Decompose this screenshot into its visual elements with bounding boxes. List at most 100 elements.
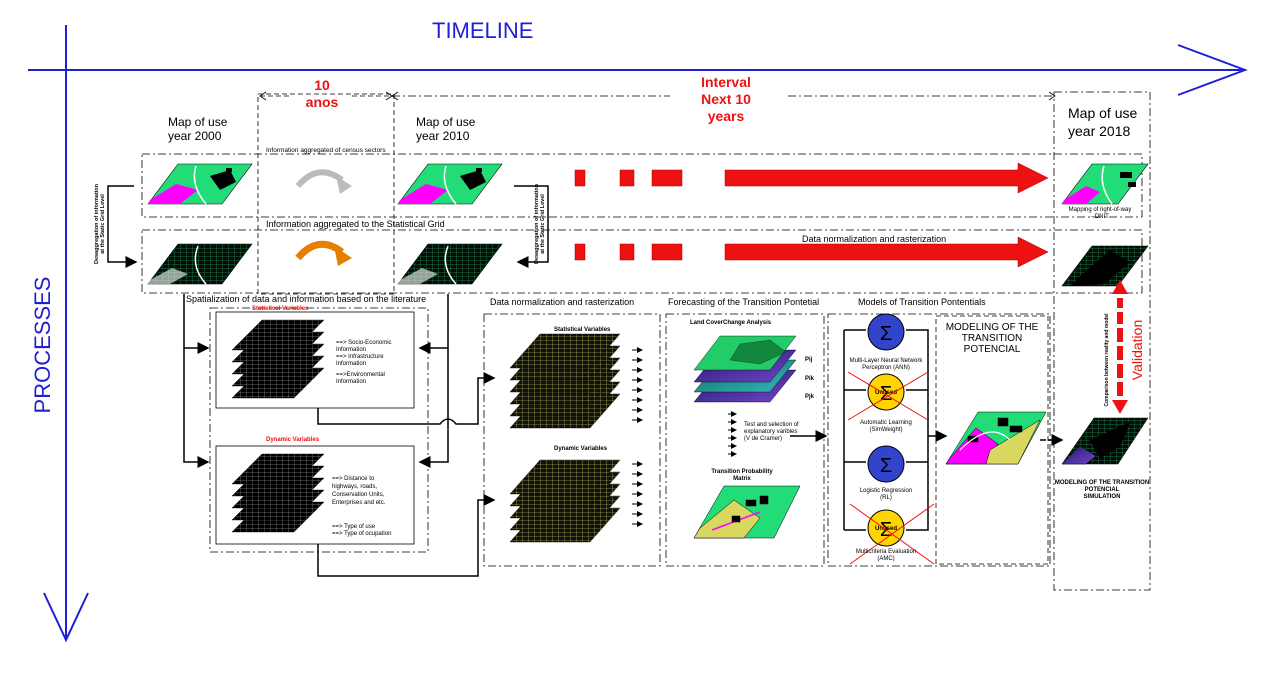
- simulation-line1: MODELING OF THE TRANSITION: [1055, 480, 1149, 486]
- simweight-unused: Unused: [875, 390, 897, 396]
- stat-item-4: Information: [336, 361, 366, 367]
- ann-line2: Perceptron (ANN): [862, 365, 910, 371]
- dyn-item-4: Enterprises and etc.: [332, 500, 386, 506]
- test-line2: explanatory varibles: [744, 429, 797, 435]
- pij-label: Pij: [805, 357, 813, 363]
- map-2018-census: [1061, 163, 1149, 205]
- test-line1: Test and selection of: [744, 422, 799, 428]
- statistical-vars-title: Statistical Variables: [252, 306, 309, 312]
- land-cover-analysis: Land CoverChange Analysis: [690, 320, 772, 326]
- row-census-label: Information aggregated of census sectors: [266, 147, 386, 154]
- left-disaggregation-bracket: [107, 185, 138, 268]
- matrix-line1: Transition Probability: [711, 469, 773, 475]
- test-line3: (V de Cramer): [744, 436, 782, 442]
- map-2018-grid: [1061, 245, 1149, 287]
- gray-curved-arrow: [295, 169, 352, 194]
- simulation-map: [1061, 417, 1149, 465]
- orange-curved-arrow: [295, 240, 352, 266]
- map-2010-census: [397, 163, 503, 205]
- interval-long-line2: Next 10: [701, 91, 751, 107]
- dynamic-grid-stack: [231, 453, 325, 533]
- stat-item-5: ==>Environmental: [336, 372, 385, 378]
- sigma-ann-symbol: Σ: [880, 323, 892, 345]
- timeline-label: TIMELINE: [432, 18, 533, 43]
- red-dashed-arrow-census: [574, 162, 1049, 194]
- dyn-item-2: highways, roads,: [332, 484, 377, 490]
- forecasting-title: Forecasting of the Transition Pontetial: [668, 297, 819, 307]
- interval-long-bracket: [391, 91, 1056, 101]
- stat-item-6: Information: [336, 379, 366, 385]
- amc-unused: Unused: [875, 526, 897, 532]
- left-side-label-2: at the Static Grid Level: [100, 194, 106, 254]
- dyn-item-1: ==> Distance to: [332, 476, 375, 482]
- matrix-line2: Matrix: [733, 476, 751, 482]
- simweight-line2: (SimWeight): [870, 427, 903, 433]
- simulation-line3: SIMULATION: [1084, 494, 1121, 500]
- processes-label: PROCESSES: [30, 277, 55, 414]
- mid-side-label-1: Desaggregation of information: [534, 183, 540, 264]
- interval-short-number: 10: [314, 77, 330, 93]
- comparison-label: Comparison between reality and model: [1104, 313, 1110, 407]
- row-normalization-label: Data normalization and rasterization: [802, 234, 946, 244]
- stat-item-3: ==> Infrastructure: [336, 354, 384, 360]
- ann-line1: Multi-Layer Neural Network: [850, 358, 924, 364]
- norm-statistical-stack: [509, 333, 621, 429]
- statistical-grid-stack: [231, 319, 325, 399]
- processes-axis: [43, 25, 89, 643]
- row-grid-label: Information aggregated to the Statistica…: [266, 219, 445, 229]
- statistical-vars-box: [215, 311, 415, 409]
- dyn-item-6: ==> Type of ocupation: [332, 531, 391, 537]
- spatialization-title: Spatialization of data and information b…: [186, 294, 426, 304]
- map-2000-grid: [147, 243, 253, 285]
- sigma-ann: Σ: [867, 313, 905, 351]
- interval-long-line3: years: [708, 108, 745, 124]
- row-grid-frame: [141, 229, 1143, 294]
- probability-matrix-map: [693, 485, 801, 539]
- modeling-line3: POTENCIAL: [964, 344, 1021, 355]
- map-2018-line1: Map of use: [1068, 105, 1137, 121]
- row-census-frame: [141, 153, 1143, 218]
- map-2018-line2: year 2018: [1068, 123, 1130, 139]
- red-dashed-arrow-grid: [574, 236, 1049, 268]
- left-side-label-1: Desaggregation of information: [94, 183, 100, 264]
- simulation-line2: POTENCIAL: [1085, 487, 1120, 493]
- year-2018-frame: [1053, 91, 1151, 591]
- dynamic-vars-box: [215, 445, 415, 545]
- dyn-item-5: ==> Type of use: [332, 524, 376, 530]
- dyn-item-3: Conservation Units,: [332, 492, 385, 498]
- rl-line2: (RL): [880, 495, 892, 501]
- map-2010-line2: year 2010: [416, 129, 470, 143]
- norm-dynamic-stack: [509, 459, 621, 543]
- statistical-items: ==> Socio-Economic Information ==> Infra…: [336, 340, 392, 385]
- timeline-axis: [28, 44, 1248, 96]
- right-of-way-line1: Mapping of right-of-way: [1069, 207, 1132, 213]
- stat-item-1: ==> Socio-Economic: [336, 340, 392, 346]
- land-cover-stack: [693, 335, 797, 403]
- validation-label: Validation: [1129, 320, 1145, 380]
- mid-disaggregation-bracket: [514, 185, 549, 268]
- map-2010-line1: Map of use: [416, 115, 476, 129]
- map-2000-line1: Map of use: [168, 115, 228, 129]
- amc-line2: (AMC): [877, 556, 894, 562]
- interval-long-line1: Interval: [701, 74, 751, 90]
- sigma-amc: Σ Unused: [849, 503, 935, 565]
- normalization-panel-title: Data normalization and rasterization: [490, 297, 634, 307]
- sigma-rl: Σ: [867, 445, 905, 483]
- dynamic-items: ==> Distance to highways, roads, Conserv…: [332, 476, 391, 537]
- stat-item-2: Information: [336, 347, 366, 353]
- models-bracket: [843, 329, 948, 531]
- norm-small-arrows-1: [632, 347, 643, 423]
- mid-side-label-2: at the Static Grid Level: [540, 194, 546, 254]
- transition-potential-map: [945, 411, 1047, 465]
- map-2000-census: [147, 163, 253, 205]
- interval-short-frame: [257, 93, 395, 295]
- simweight-line1: Automatic Learning: [860, 420, 912, 426]
- pjk-label: Pjk: [805, 394, 815, 400]
- connectors-left: [183, 294, 496, 577]
- modeling-line2: TRANSITION: [962, 333, 1023, 344]
- dynamic-vars-title: Dynamic Variables: [266, 437, 320, 443]
- interval-short-unit: anos: [306, 94, 339, 110]
- modeling-line1: MODELING OF THE: [946, 322, 1039, 333]
